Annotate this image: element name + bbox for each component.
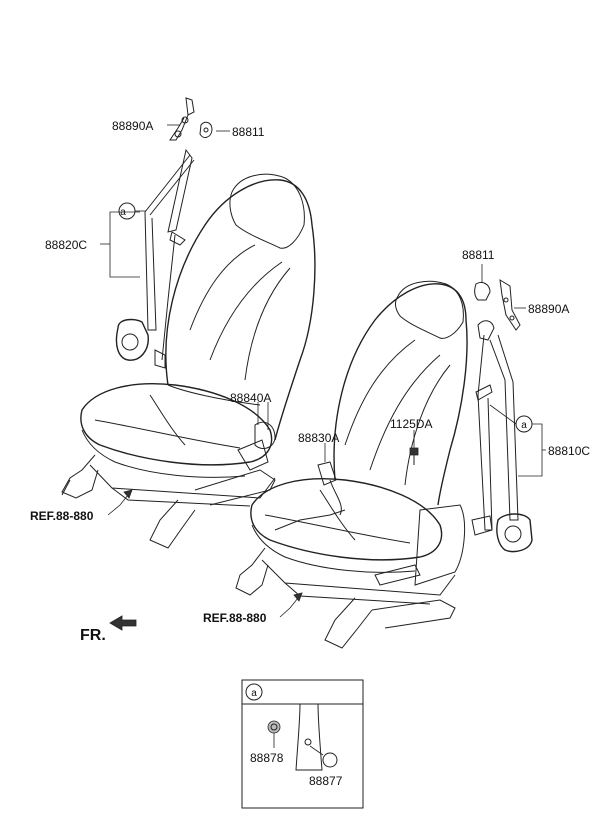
- front-arrow: [109, 615, 137, 631]
- callout-a-lower: a: [521, 420, 527, 431]
- label-88811-rh: 88811: [232, 125, 265, 139]
- label-88890a-rh: 88890A: [112, 119, 153, 133]
- label-88811-lh: 88811: [462, 248, 495, 262]
- label-ref-upper: REF.88-880: [30, 509, 94, 523]
- label-88878: 88878: [250, 751, 284, 765]
- detail-callout-a: a: [251, 688, 257, 699]
- lower-seat: [235, 280, 468, 649]
- label-88890a-lh: 88890A: [528, 302, 569, 316]
- upper-belt: [115, 97, 213, 369]
- detail-box-a: a 88878 88877: [241, 679, 364, 809]
- label-88877: 88877: [309, 774, 343, 788]
- part-labels: 88890A 88811 88820C a 88840A 88830A 1125…: [30, 119, 590, 644]
- label-front: FR.: [80, 627, 106, 644]
- label-1125da: 1125DA: [390, 417, 432, 431]
- lower-belt: [409, 279, 533, 553]
- label-88820c: 88820C: [45, 238, 87, 252]
- callout-a-upper: a: [120, 207, 126, 218]
- leader-lines: [100, 124, 546, 618]
- label-ref-lower: REF.88-880: [203, 611, 267, 625]
- upper-seat: [61, 173, 316, 549]
- label-88810c: 88810C: [548, 444, 590, 458]
- label-88840a: 88840A: [230, 391, 271, 405]
- label-88830a: 88830A: [298, 431, 339, 445]
